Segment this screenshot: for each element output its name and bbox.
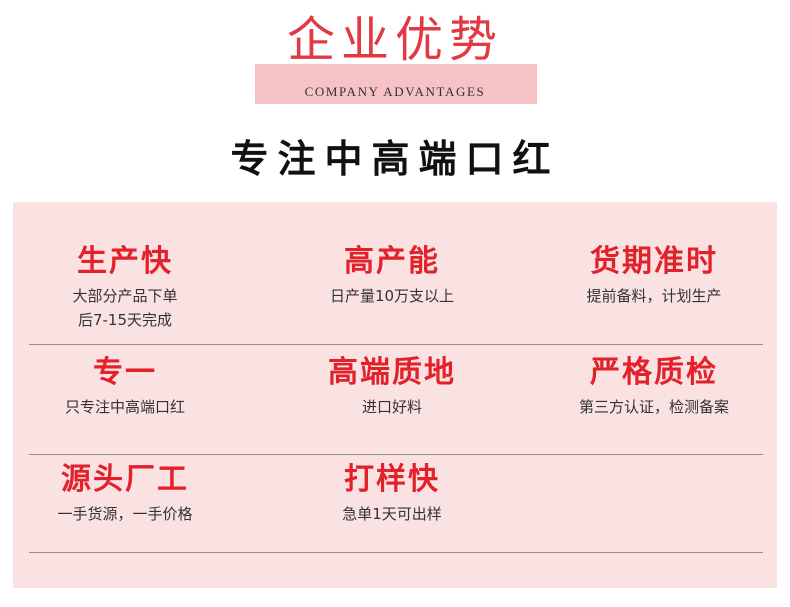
feature-description-line: 第三方认证，检测备案 xyxy=(578,398,729,416)
title-highlight-band xyxy=(255,64,537,104)
feature-description-line: 日产量10万支以上 xyxy=(329,287,455,305)
feature-description: 一手货源，一手价格 xyxy=(5,502,245,526)
feature-description-line: 只专注中高端口红 xyxy=(64,398,185,416)
feature-title: 源头厂工 xyxy=(61,462,189,497)
feature-focus: 专一 只专注中高端口红 xyxy=(5,353,245,419)
feature-description: 提前备料，计划生产 xyxy=(534,284,774,308)
feature-strict-quality-check: 严格质检 第三方认证，检测备案 xyxy=(534,353,774,419)
feature-description-line: 提前备料，计划生产 xyxy=(586,287,722,305)
feature-on-time-delivery: 货期准时 提前备料，计划生产 xyxy=(534,242,774,308)
feature-description: 日产量10万支以上 xyxy=(272,284,512,308)
feature-description: 急单1天可出样 xyxy=(272,502,512,526)
feature-source-factory: 源头厂工 一手货源，一手价格 xyxy=(5,460,245,526)
headline: 专注中高端口红 xyxy=(230,137,560,181)
section-subtitle: COMPANY ADVANTAGES xyxy=(304,84,486,99)
feature-title: 高产能 xyxy=(344,244,440,279)
feature-description: 进口好料 xyxy=(272,395,512,419)
feature-title: 生产快 xyxy=(77,244,173,279)
advantages-panel xyxy=(13,202,777,588)
feature-description: 第三方认证，检测备案 xyxy=(534,395,774,419)
feature-title: 专一 xyxy=(93,355,157,390)
feature-fast-production: 生产快 大部分产品下单 后7-15天完成 xyxy=(5,242,245,332)
feature-description-line: 急单1天可出样 xyxy=(342,505,442,523)
section-title: 企业优势 xyxy=(286,12,503,68)
feature-description-line: 一手货源，一手价格 xyxy=(57,505,193,523)
feature-description-line: 进口好料 xyxy=(361,398,422,416)
feature-title: 货期准时 xyxy=(590,244,718,279)
feature-title: 高端质地 xyxy=(328,355,456,390)
row-divider xyxy=(29,344,763,345)
feature-description-line: 后7-15天完成 xyxy=(77,311,173,329)
feature-high-capacity: 高产能 日产量10万支以上 xyxy=(272,242,512,308)
section-header: 企业优势 COMPANY ADVANTAGES xyxy=(0,0,790,110)
row-divider xyxy=(29,552,763,553)
row-divider xyxy=(29,454,763,455)
feature-title: 打样快 xyxy=(344,462,440,497)
feature-description-line: 大部分产品下单 xyxy=(72,287,178,305)
feature-description: 只专注中高端口红 xyxy=(5,395,245,419)
feature-fast-sampling: 打样快 急单1天可出样 xyxy=(272,460,512,526)
feature-description: 大部分产品下单 后7-15天完成 xyxy=(5,284,245,332)
feature-title: 严格质检 xyxy=(590,355,718,390)
feature-premium-texture: 高端质地 进口好料 xyxy=(272,353,512,419)
